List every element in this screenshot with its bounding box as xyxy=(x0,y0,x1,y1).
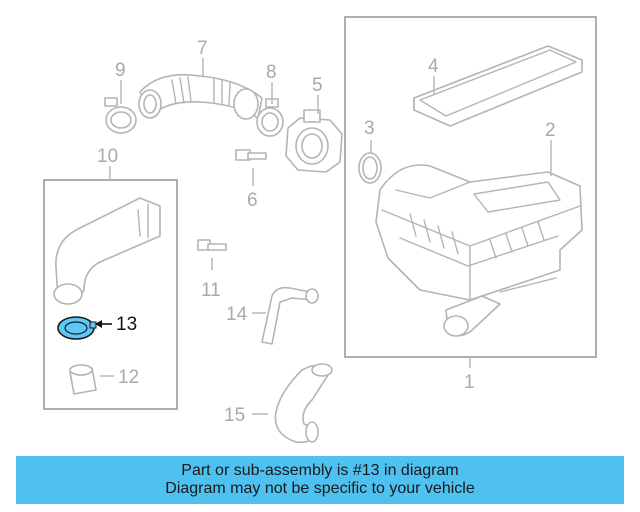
part-15-elbow-hose[interactable] xyxy=(274,363,333,444)
part-11-bolt[interactable] xyxy=(197,239,227,251)
callout-10: 10 xyxy=(97,146,118,167)
banner-line-1: Part or sub-assembly is #13 in diagram xyxy=(181,462,459,479)
part-12-duct-sleeve[interactable] xyxy=(69,364,97,395)
callout-4: 4 xyxy=(428,56,439,77)
part-10-air-duct[interactable] xyxy=(53,197,161,305)
callout-2: 2 xyxy=(545,120,556,141)
callout-11: 11 xyxy=(201,280,221,301)
callout-12: 12 xyxy=(118,367,139,388)
callout-6: 6 xyxy=(247,190,258,211)
part-7-intake-hose[interactable] xyxy=(138,73,263,120)
part-3-o-ring[interactable] xyxy=(358,152,382,184)
exploded-parts-diagram: 9 7 8 5 6 3 4 xyxy=(43,16,597,444)
part-13-gasket-highlighted[interactable] xyxy=(57,316,97,340)
part-14-bracket[interactable] xyxy=(261,286,319,345)
callout-14: 14 xyxy=(226,304,248,325)
banner-line-2: Diagram may not be specific to your vehi… xyxy=(165,480,475,497)
callout-1: 1 xyxy=(464,372,475,393)
callout-15: 15 xyxy=(224,405,245,426)
callout-7: 7 xyxy=(197,38,208,59)
part-4-air-filter-element[interactable] xyxy=(413,45,583,127)
info-banner: Part or sub-assembly is #13 in diagram D… xyxy=(16,456,624,504)
part-9-clamp[interactable] xyxy=(104,97,137,134)
part-6-bolt[interactable] xyxy=(235,149,267,161)
callout-9: 9 xyxy=(115,60,126,81)
part-1-air-cleaner-assembly[interactable] xyxy=(375,164,583,337)
leader-13-arrow xyxy=(95,320,102,328)
callout-3: 3 xyxy=(364,118,375,139)
callout-5: 5 xyxy=(312,75,323,96)
callout-8: 8 xyxy=(266,62,277,83)
part-5-mass-air-flow-sensor[interactable] xyxy=(285,109,343,173)
callout-13: 13 xyxy=(116,314,137,335)
